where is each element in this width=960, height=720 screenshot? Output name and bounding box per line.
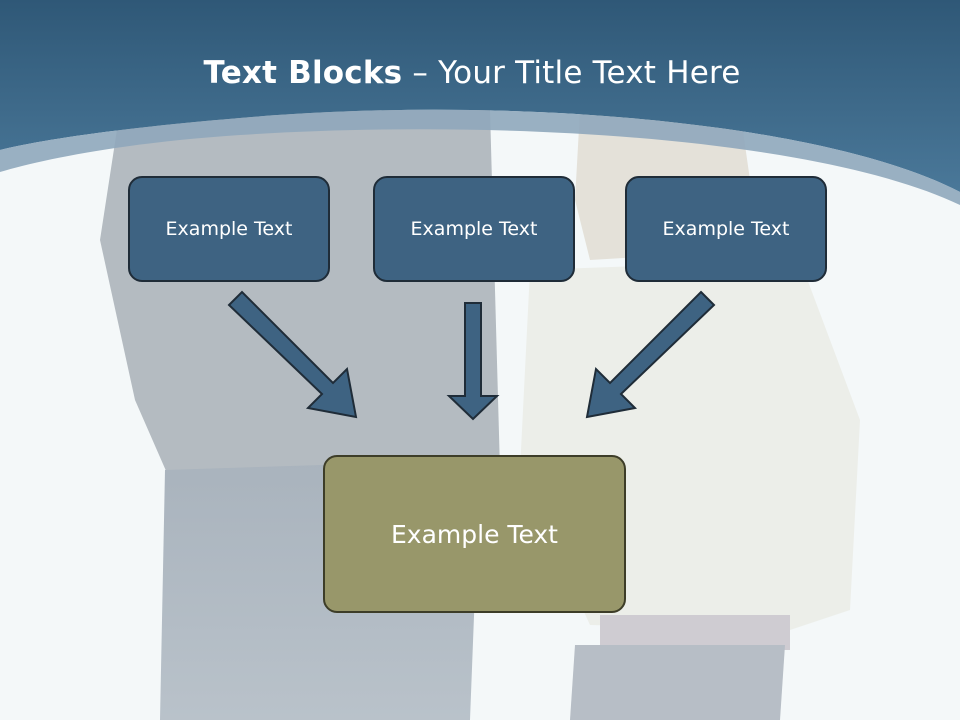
text-block-left[interactable]: Example Text xyxy=(128,176,330,282)
text-block-right-label: Example Text xyxy=(662,218,790,240)
arrow-center xyxy=(446,302,500,421)
text-block-center[interactable]: Example Text xyxy=(373,176,575,282)
target-text-block-label: Example Text xyxy=(391,519,558,549)
text-block-left-label: Example Text xyxy=(165,218,293,240)
text-block-right[interactable]: Example Text xyxy=(625,176,827,282)
target-text-block[interactable]: Example Text xyxy=(323,455,626,613)
title-dash: – xyxy=(402,55,439,91)
title-rest: Your Title Text Here xyxy=(438,55,741,91)
header-swoosh xyxy=(0,109,960,205)
title-bold: Text Blocks xyxy=(203,55,403,91)
slide-title: Text Blocks – Your Title Text Here xyxy=(0,55,944,91)
arrow-right xyxy=(585,290,716,419)
header-band xyxy=(0,0,960,192)
text-block-center-label: Example Text xyxy=(410,218,538,240)
arrow-left xyxy=(227,290,358,419)
